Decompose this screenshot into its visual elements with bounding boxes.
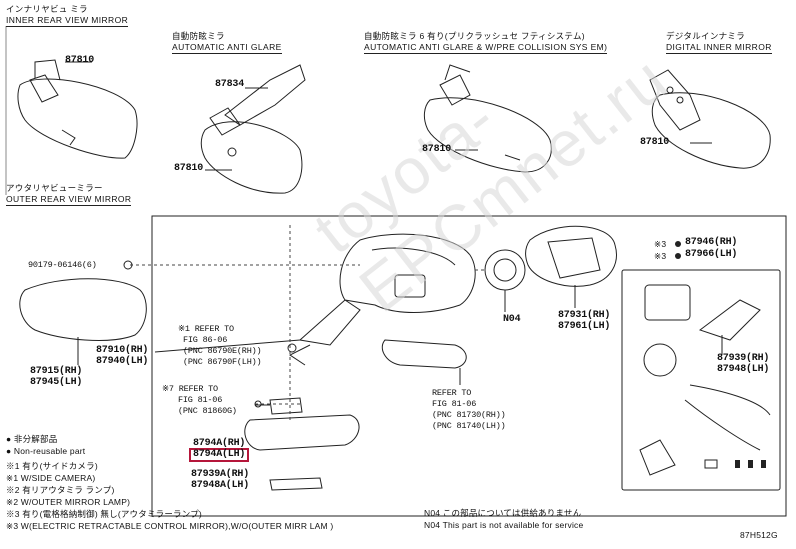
part-bolt[interactable]: 90179-06146(6) bbox=[28, 260, 97, 270]
ref1-line3: (PNC 86790E(RH)) bbox=[183, 346, 262, 356]
legend-line-3: ※1 有り(サイドカメラ) bbox=[6, 461, 98, 471]
col-pcs-jp: 自動防眩ミラ 6 有り(プリクラッシュセ フティシステム) bbox=[364, 31, 585, 41]
legend-line-7: ※3 有り(電格格納制御) 無し(アウタミラーランプ) bbox=[6, 509, 202, 519]
inner-mirror-2-drawing bbox=[200, 64, 306, 194]
legend-line-2: ● Non-reusable part bbox=[6, 446, 86, 456]
legend-line-4: ※1 W/SIDE CAMERA) bbox=[6, 473, 96, 483]
lower-cover-drawing bbox=[244, 397, 360, 491]
part-87948-lh[interactable]: 87948(LH) bbox=[717, 364, 770, 375]
ref3-line3: (PNC 81730(RH)) bbox=[432, 410, 506, 420]
motor-prefix-a: ※3 bbox=[654, 239, 667, 249]
ref2-line2[interactable]: FIG 81-06 bbox=[178, 395, 223, 405]
part-87810-d[interactable]: 87810 bbox=[640, 137, 670, 148]
footnote-n04-jp: N04 この部品については供給ありません bbox=[424, 508, 582, 518]
part-87940-lh[interactable]: 87940(LH) bbox=[96, 356, 149, 367]
part-87931-rh[interactable]: 87931(RH) bbox=[558, 310, 611, 321]
inner-mirror-4-drawing bbox=[649, 69, 771, 169]
part-87810-c[interactable]: 87810 bbox=[422, 144, 452, 155]
outer-parts-frame bbox=[151, 215, 787, 517]
bolt-drawing bbox=[123, 260, 133, 270]
inner-title-jp: インナリヤビュ ミラ bbox=[6, 4, 88, 14]
part-87966-lh[interactable]: 87966(LH) bbox=[685, 249, 738, 260]
turn-lamp-drawing bbox=[381, 339, 467, 385]
part-87961-lh[interactable]: 87961(LH) bbox=[558, 321, 611, 332]
col-anti-glare-en: AUTOMATIC ANTI GLARE bbox=[172, 42, 282, 54]
part-87910-rh[interactable]: 87910(RH) bbox=[96, 345, 149, 356]
part-87810-a[interactable]: 87810 bbox=[65, 55, 95, 66]
outer-title-en: OUTER REAR VIEW MIRROR bbox=[6, 194, 132, 206]
part-87939-rh[interactable]: 87939(RH) bbox=[717, 353, 770, 364]
ref3-line1: REFER TO bbox=[432, 388, 472, 398]
diagram-id: 87H512G bbox=[740, 530, 778, 540]
part-87948a-lh[interactable]: 87948A(LH) bbox=[191, 480, 250, 491]
col-digital-en: DIGITAL INNER MIRROR bbox=[666, 42, 772, 54]
inset-frame bbox=[621, 269, 781, 491]
ref2-line3: (PNC 81860G) bbox=[178, 406, 237, 416]
mirror-glass-drawing bbox=[19, 278, 147, 365]
footnote-n04-en: N04 This part is not available for servi… bbox=[424, 520, 584, 530]
ref2-line1: ※7 REFER TO bbox=[162, 384, 218, 394]
inner-title-en: INNER REAR VIEW MIRROR bbox=[6, 15, 129, 27]
part-87945-lh[interactable]: 87945(LH) bbox=[30, 377, 83, 388]
ref1-line4: (PNC 86790F(LH)) bbox=[183, 357, 262, 367]
outer-title-jp: アウタリヤビューミラー bbox=[6, 183, 103, 193]
part-87810-b[interactable]: 87810 bbox=[174, 163, 204, 174]
actuator-drawing bbox=[484, 249, 526, 312]
mirror-housing-drawing bbox=[154, 233, 476, 366]
part-87834[interactable]: 87834 bbox=[215, 79, 245, 90]
col-anti-glare-jp: 自動防眩ミラ bbox=[172, 31, 225, 41]
mirror-cover-drawing bbox=[525, 225, 617, 308]
part-8794a-rh[interactable]: 8794A(RH) bbox=[193, 438, 246, 449]
ref1-line2[interactable]: FIG 86-06 bbox=[183, 335, 228, 345]
part-8794a-lh-highlighted[interactable]: 8794A(LH) bbox=[189, 448, 250, 462]
part-n04[interactable]: N04 bbox=[503, 314, 521, 325]
part-87946-rh[interactable]: 87946(RH) bbox=[685, 237, 738, 248]
legend-line-1: ● 非分解部品 bbox=[6, 434, 58, 444]
ref3-line4: (PNC 81740(LH)) bbox=[432, 421, 506, 431]
legend-line-5: ※2 有リアウタミラ ランプ) bbox=[6, 485, 115, 495]
col-pcs-en: AUTOMATIC ANTI GLARE & W/PRE COLLISION S… bbox=[364, 42, 608, 54]
motor-prefix-b: ※3 bbox=[654, 251, 667, 261]
part-87915-rh[interactable]: 87915(RH) bbox=[30, 366, 83, 377]
inset-parts-drawing bbox=[639, 284, 771, 476]
inner-mirror-1-drawing bbox=[17, 59, 138, 159]
ref3-line2[interactable]: FIG 81-06 bbox=[432, 399, 477, 409]
legend-line-8: ※3 W(ELECTRIC RETRACTABLE CONTROL MIRROR… bbox=[6, 521, 334, 531]
part-87939a-rh[interactable]: 87939A(RH) bbox=[191, 469, 250, 480]
col-digital-jp: デジタルインナミラ bbox=[666, 31, 746, 41]
inner-mirror-3-drawing bbox=[423, 64, 552, 173]
ref1-line1: ※1 REFER TO bbox=[178, 324, 234, 334]
legend-line-6: ※2 W/OUTER MIRROR LAMP) bbox=[6, 497, 131, 507]
